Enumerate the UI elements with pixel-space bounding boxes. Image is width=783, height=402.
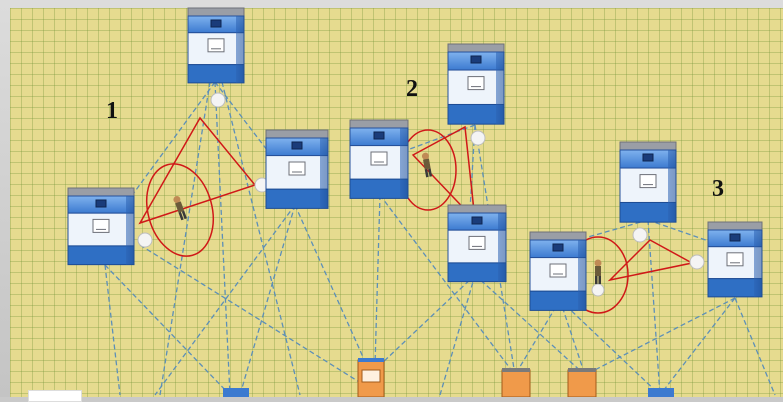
connector-nodes	[137, 92, 705, 297]
group-label: 3	[712, 176, 724, 202]
operator-figure	[421, 152, 433, 178]
group-label: 1	[106, 98, 118, 124]
sink-block	[501, 368, 531, 397]
machine	[265, 129, 329, 209]
operators	[173, 152, 602, 284]
machine	[447, 43, 505, 125]
machine	[619, 141, 677, 223]
machine	[529, 231, 587, 311]
operator-figure	[173, 196, 187, 221]
sink-block	[648, 388, 674, 397]
highlight-circle	[146, 163, 214, 257]
highlight-triangle	[138, 116, 257, 225]
sink-block	[567, 368, 597, 397]
machine	[447, 204, 507, 283]
group-label: 2	[406, 76, 418, 102]
highlight-triangle	[411, 125, 476, 223]
highlight-annotations	[138, 116, 695, 314]
corner-panel	[28, 390, 82, 402]
operator-figure	[594, 259, 602, 284]
sink-blocks	[223, 358, 674, 397]
machine	[187, 7, 245, 84]
machine	[67, 187, 135, 266]
machine	[349, 119, 409, 199]
sink-block	[223, 388, 249, 397]
material-flow-paths	[104, 81, 776, 396]
sink-block	[357, 358, 385, 397]
highlight-triangle	[607, 239, 695, 282]
machine	[707, 221, 763, 298]
